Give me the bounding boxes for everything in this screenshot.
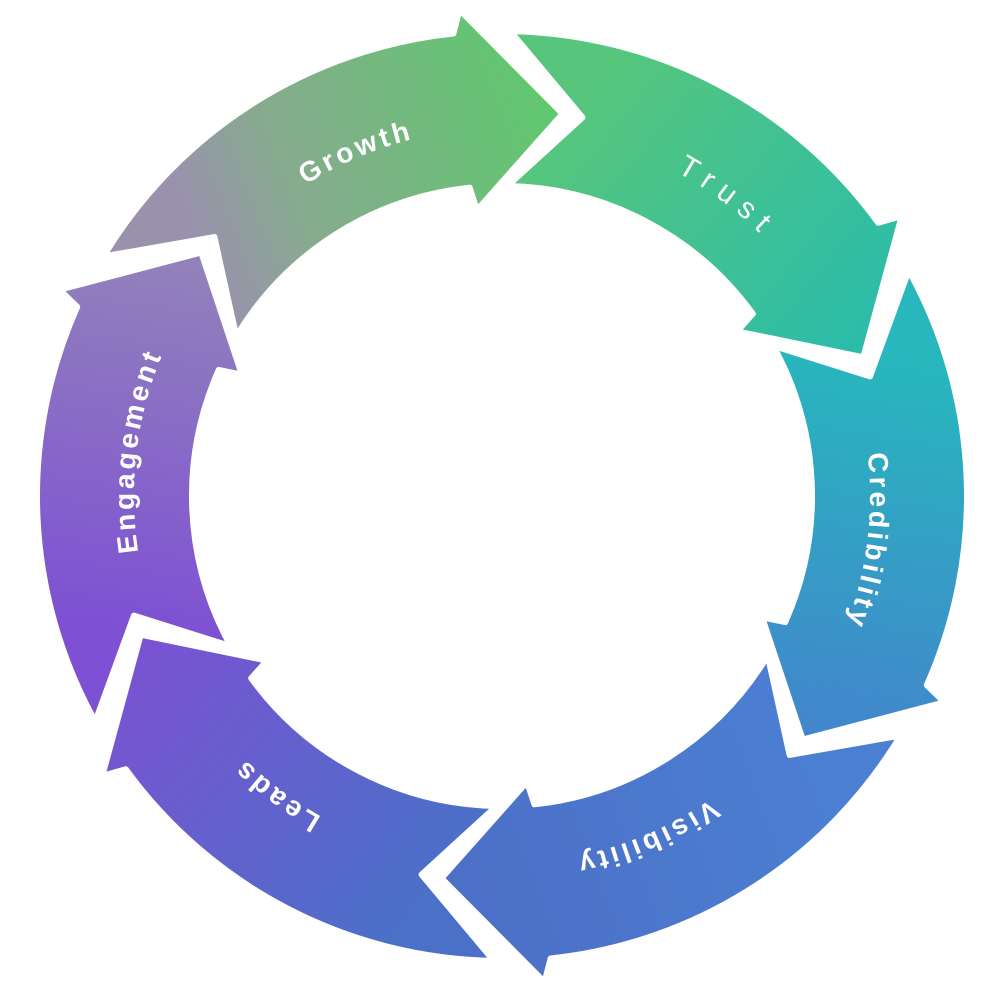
cycle-arrow-ring [0,0,1000,1000]
cycle-diagram: GrowthTrustCredibilityVisibilityLeadsEng… [0,0,1000,1000]
